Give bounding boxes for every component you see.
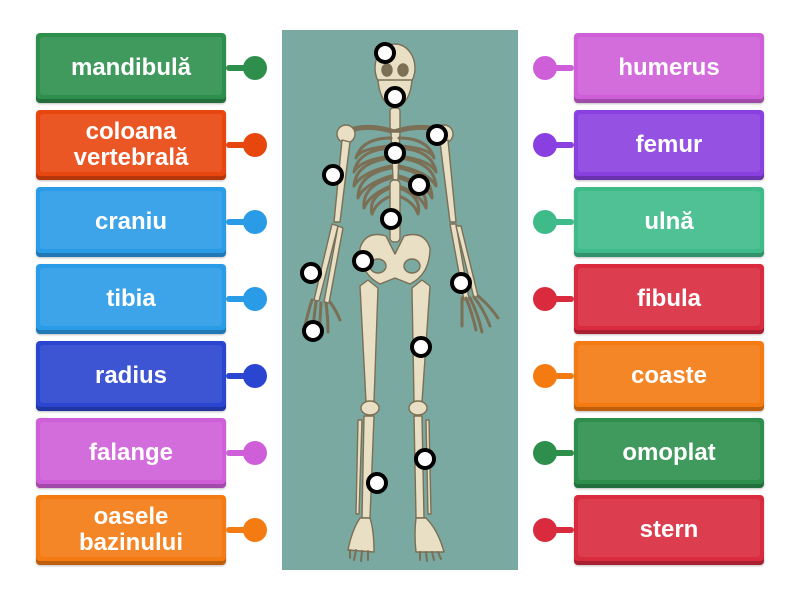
- label-card-tibia[interactable]: tibia: [36, 264, 226, 334]
- label-card-femur[interactable]: femur: [574, 110, 764, 180]
- connector-line: [554, 296, 574, 302]
- label-text: omoplat: [622, 439, 716, 466]
- connector-line: [226, 450, 246, 456]
- drag-handle-knob[interactable]: [243, 441, 267, 465]
- connector-line: [554, 219, 574, 225]
- drag-handle-knob[interactable]: [243, 518, 267, 542]
- drop-target-dot[interactable]: [366, 472, 388, 494]
- label-card-fibula[interactable]: fibula: [574, 264, 764, 334]
- label-card-falange[interactable]: falange: [36, 418, 226, 488]
- label-text: femur: [635, 131, 703, 158]
- drop-target-dot[interactable]: [322, 164, 344, 186]
- drop-target-dot[interactable]: [380, 208, 402, 230]
- connector-line: [554, 450, 574, 456]
- label-text: humerus: [618, 54, 720, 81]
- label-card-mandibula[interactable]: mandibulă: [36, 33, 226, 103]
- label-text: craniu: [94, 208, 168, 235]
- label-text: coaste: [630, 362, 708, 389]
- drop-target-dot[interactable]: [384, 86, 406, 108]
- label-card-omoplat[interactable]: omoplat: [574, 418, 764, 488]
- label-card-coloana-vertebrala[interactable]: coloana vertebrală: [36, 110, 226, 180]
- drag-handle-knob[interactable]: [533, 518, 557, 542]
- drop-target-dot[interactable]: [408, 174, 430, 196]
- label-text: fibula: [637, 285, 701, 312]
- drag-handle-knob[interactable]: [533, 364, 557, 388]
- drop-target-dot[interactable]: [410, 336, 432, 358]
- drag-handle-knob[interactable]: [243, 56, 267, 80]
- drop-target-dot[interactable]: [352, 250, 374, 272]
- skeleton-image: [282, 30, 518, 570]
- connector-line: [226, 142, 246, 148]
- drop-target-dot[interactable]: [374, 42, 396, 64]
- drag-handle-knob[interactable]: [533, 210, 557, 234]
- drag-handle-knob[interactable]: [243, 287, 267, 311]
- drag-handle-knob[interactable]: [533, 133, 557, 157]
- label-text: falange: [88, 439, 174, 466]
- label-text: radius: [94, 362, 168, 389]
- skeleton-illustration: [302, 43, 500, 562]
- label-text: ulnă: [644, 208, 694, 235]
- connector-line: [226, 527, 246, 533]
- drag-handle-knob[interactable]: [243, 133, 267, 157]
- label-card-radius[interactable]: radius: [36, 341, 226, 411]
- connector-line: [226, 296, 246, 302]
- connector-line: [226, 65, 246, 71]
- connector-line: [554, 142, 574, 148]
- drop-target-dot[interactable]: [300, 262, 322, 284]
- drag-handle-knob[interactable]: [533, 441, 557, 465]
- drop-target-dot[interactable]: [450, 272, 472, 294]
- connector-line: [554, 65, 574, 71]
- connector-line: [554, 527, 574, 533]
- connector-line: [226, 219, 246, 225]
- connector-line: [226, 373, 246, 379]
- label-text: coloana vertebrală: [73, 118, 189, 171]
- drag-handle-knob[interactable]: [243, 364, 267, 388]
- label-card-ulna[interactable]: ulnă: [574, 187, 764, 257]
- connector-line: [554, 373, 574, 379]
- drag-handle-knob[interactable]: [533, 287, 557, 311]
- drop-target-dot[interactable]: [414, 448, 436, 470]
- drag-handle-knob[interactable]: [533, 56, 557, 80]
- label-text: oasele bazinului: [79, 503, 183, 556]
- drop-target-dot[interactable]: [384, 142, 406, 164]
- label-card-humerus[interactable]: humerus: [574, 33, 764, 103]
- label-text: stern: [639, 516, 699, 543]
- label-card-stern[interactable]: stern: [574, 495, 764, 565]
- label-card-craniu[interactable]: craniu: [36, 187, 226, 257]
- label-text: tibia: [106, 285, 156, 312]
- drag-handle-knob[interactable]: [243, 210, 267, 234]
- label-card-oasele-bazinului[interactable]: oasele bazinului: [36, 495, 226, 565]
- label-card-coaste[interactable]: coaste: [574, 341, 764, 411]
- label-text: mandibulă: [70, 54, 191, 81]
- drop-target-dot[interactable]: [302, 320, 324, 342]
- drop-target-dot[interactable]: [426, 124, 448, 146]
